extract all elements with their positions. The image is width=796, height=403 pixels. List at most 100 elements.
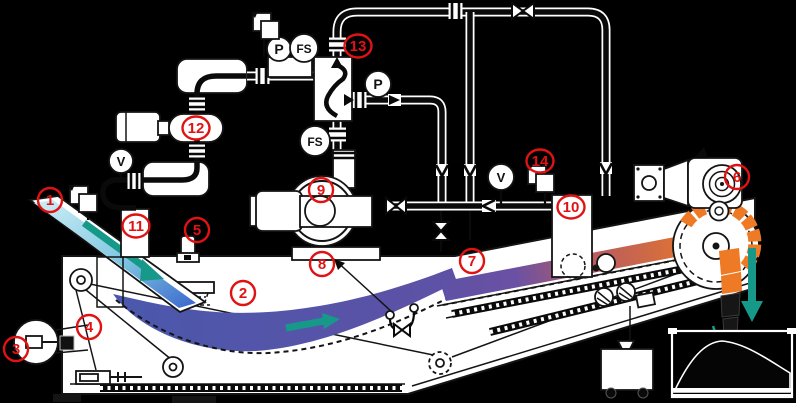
piping: [247, 3, 614, 252]
label-11: 11: [121, 213, 151, 239]
dosing-motor: [115, 111, 161, 143]
trough-flow-arrow: [285, 313, 340, 332]
label-1: 1: [36, 186, 64, 214]
valve-top-line: [511, 1, 535, 21]
pressure-1-letter: P: [274, 41, 283, 57]
gauge-v2-letter: V: [497, 170, 506, 185]
sight-box-scurve: [324, 63, 348, 118]
tank-internal-pipe: [194, 73, 246, 116]
chute-flow-arrow-head: [140, 259, 164, 281]
pipe-flanges: [255, 3, 463, 142]
label-3: 3: [2, 335, 30, 363]
sludge-pool: [113, 268, 457, 352]
speed-sensor-5: [176, 235, 200, 263]
belt-return-line-2: [85, 289, 173, 361]
sight-box-up-arrow: [331, 57, 343, 68]
chute-liquid: [34, 200, 196, 308]
label-9: 9: [307, 176, 335, 204]
trough-belt-dashes: [115, 297, 449, 355]
return-sprocket-hub: [435, 358, 445, 368]
svg-text:1: 1: [46, 192, 54, 209]
svg-text:6: 6: [733, 169, 741, 186]
label-10: 10: [556, 194, 586, 220]
flow-switch-1-body: [289, 33, 319, 63]
valve-wash-drop: [430, 221, 452, 241]
valve-wash-header: [385, 195, 407, 217]
gearbox-vent: [694, 147, 708, 158]
flow-switch-1-letter: FS: [296, 42, 311, 56]
svg-text:2: 2: [239, 285, 247, 302]
label-12: 12: [181, 115, 211, 141]
sight-flow-box: [313, 56, 354, 122]
dosing-shaft: [157, 120, 170, 136]
level-sensor-top: [251, 11, 280, 40]
lower-roller-hub: [168, 362, 178, 372]
svg-text:12: 12: [188, 120, 205, 137]
pipe-mixer-outlet: [352, 97, 445, 204]
cart-wheel-right: [637, 387, 649, 399]
upper-roller-pin: [592, 264, 600, 272]
scraper-device: [634, 291, 657, 309]
sight-box-out-arrow: [344, 94, 354, 106]
pump-mount: [59, 335, 75, 351]
feed-well: [96, 256, 124, 308]
head-assembly: [633, 147, 762, 290]
svg-text:10: 10: [563, 199, 580, 216]
svg-text:5: 5: [193, 222, 201, 239]
sensor-boxes: [68, 11, 555, 263]
cake-chunk-orange-2: [721, 272, 742, 294]
flow-switch-2-body: [299, 125, 331, 157]
polymer-feed-pipe: [100, 162, 200, 211]
svg-text:14: 14: [532, 153, 549, 170]
svg-text:9: 9: [317, 182, 325, 199]
label-6: 6: [723, 163, 751, 191]
svg-text:7: 7: [468, 253, 476, 270]
valve-drain-u: [385, 303, 419, 338]
under-rollers: [594, 282, 657, 346]
belt-tensioner: [75, 370, 142, 385]
svg-text:4: 4: [85, 319, 94, 336]
pump-impeller: [304, 195, 336, 227]
gauge-v1-letter: V: [117, 154, 126, 169]
pipe-flow-arrows: [388, 94, 614, 214]
cake-chunk-dark-1: [720, 292, 741, 318]
machine-foot-mid: [172, 396, 216, 403]
chute-flow-arrow-shaft: [81, 220, 149, 271]
sludge-pile: [672, 340, 791, 393]
machine-foot-left: [53, 394, 81, 402]
label-7: 7: [458, 247, 486, 275]
label-5: 5: [183, 216, 211, 244]
label-13: 13: [343, 33, 373, 59]
feed-chute: [27, 195, 207, 314]
upper-roller: [596, 253, 616, 273]
cart-wheel-left: [605, 387, 617, 399]
valves: [385, 1, 535, 338]
label-8: 8: [308, 250, 336, 278]
suction-arrow: [334, 259, 345, 270]
svg-text:13: 13: [350, 38, 367, 55]
motor-shaft-eye: [641, 175, 657, 191]
flow-switch-2-letter: FS: [307, 135, 322, 149]
flanges-dosing: [127, 97, 205, 189]
cart-funnel: [616, 340, 636, 350]
cart-body: [600, 348, 654, 391]
pump-motor: [255, 190, 303, 232]
wash-drops: [439, 211, 472, 252]
incline-chain: [451, 260, 711, 336]
drive-coupling: [663, 158, 689, 208]
label-14: 14: [525, 148, 555, 174]
svg-text:11: 11: [128, 218, 144, 235]
part-labels: 1 2 3 4 5 6 7 8 9 10 11 12 13 14: [2, 33, 751, 363]
sludge-pump: [249, 149, 393, 313]
svg-text:3: 3: [12, 341, 20, 358]
pump-base: [291, 246, 381, 261]
hidden-roller: [560, 253, 586, 279]
instrument-cluster: P FS P FS V: [262, 31, 515, 204]
dosing-skid: V: [100, 58, 248, 211]
tension-arm-line: [75, 289, 97, 371]
label-4: 4: [75, 313, 103, 341]
level-sensor-feed: [68, 184, 98, 220]
incline-frame-line: [411, 282, 751, 387]
